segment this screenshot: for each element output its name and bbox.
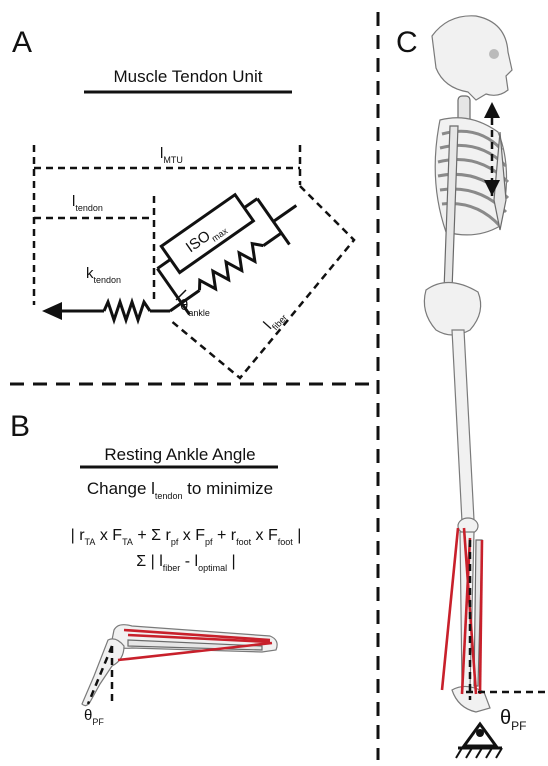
skeleton-illustration <box>424 16 512 712</box>
muscle-assembly: ISOmax <box>137 169 313 322</box>
l-mtu-label: lMTU <box>160 145 183 165</box>
panel-a-letter: A <box>12 26 32 59</box>
objective-equation-1: | rTA x FTA + Σ rpf x Fpf + rfoot x Ffoo… <box>71 527 302 547</box>
theta-ankle-label: θankle <box>180 297 210 318</box>
theta-pf-label-b: θPF <box>84 707 104 727</box>
panel-c-letter: C <box>396 26 418 59</box>
l-fiber-dimension <box>170 186 354 378</box>
panel-b-instruction: Change ltendon to minimize <box>87 479 273 501</box>
svg-text:Muscle Tendon Unit: Muscle Tendon Unit <box>114 67 263 86</box>
panel-b-title: Resting Ankle Angle <box>80 445 278 467</box>
theta-pf-label-c: θPF <box>500 707 526 733</box>
pin-joint-icon <box>456 724 502 758</box>
svg-text:Resting Ankle Angle: Resting Ankle Angle <box>104 445 255 464</box>
k-tendon-label: ktendon <box>86 265 121 285</box>
leg-foot-illustration: θPF <box>82 625 277 727</box>
l-fiber-label: lfiber <box>260 306 289 335</box>
tendon-spring <box>42 302 170 320</box>
panel-b-letter: B <box>10 410 30 443</box>
l-tendon-label: ltendon <box>72 193 103 213</box>
panel-a-title: Muscle Tendon Unit <box>84 67 292 92</box>
objective-equation-2: Σ | lfiber - loptimal | <box>136 553 235 573</box>
